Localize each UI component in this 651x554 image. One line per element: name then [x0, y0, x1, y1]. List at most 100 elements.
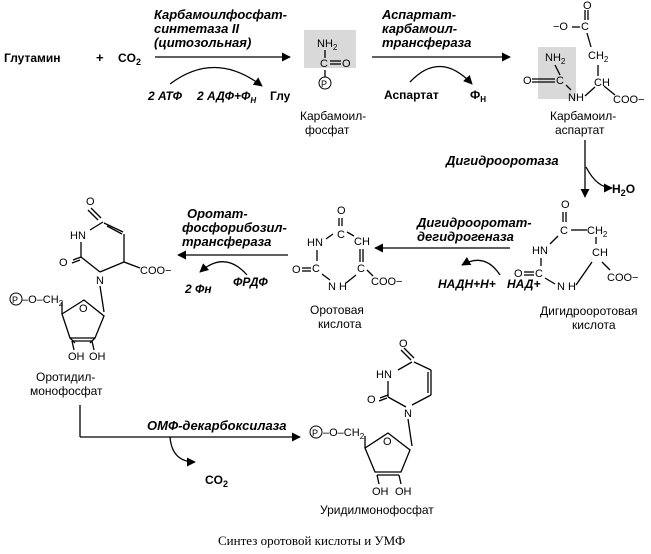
curved-arrow-prpp [199, 261, 248, 276]
omp-ring-o: O [79, 303, 88, 315]
oro-c-bottom: C [312, 263, 320, 275]
ump-hn: HN [376, 369, 392, 381]
orotic-acid-name-2: кислота [318, 317, 362, 331]
prpp-label: ФРДФ [233, 275, 268, 289]
dho-c-bottom: C [535, 268, 543, 280]
ump-oh-1: OH [372, 486, 389, 498]
omp-name-2: монофосфат [30, 384, 103, 398]
carbamoyl-phosphate-structure: NH2 C O P [304, 30, 356, 90]
enzyme-act-line3: трансфераза [382, 35, 471, 50]
enzyme-cps2: Карбамоилфосфат- синтетаза II (цитозольн… [154, 7, 287, 50]
nadh-label: НАДН+Н+ [438, 277, 496, 291]
dho-o-left: O [514, 268, 523, 280]
oro-o-left: O [292, 264, 301, 276]
ump-o-ch2: –O–CH2 [323, 427, 365, 441]
ca-o-left: O [523, 75, 532, 87]
dho-o-top: O [561, 199, 570, 211]
co2-product-label: CO2 [205, 473, 228, 489]
nad-label: НАД+ [507, 277, 540, 291]
ca-o-minus: −O [553, 21, 568, 33]
carbamoyl-phosphate-name-2: фосфат [305, 123, 350, 137]
plus-sign: + [96, 50, 104, 65]
ca-ch: CH [594, 77, 610, 89]
curved-arrow-h2o [585, 166, 613, 193]
ump-n: N [404, 408, 412, 420]
ca-c-top: C [581, 21, 589, 33]
enzyme-oprt-line2: фосфорибозил- [182, 220, 287, 235]
orotic-acid-structure: O C CH C COO− HN C O N H [292, 205, 402, 293]
curved-arrow-co2 [169, 436, 196, 467]
enzyme-dhodh-line2: дегидрогеназа [417, 229, 514, 244]
dihydroorotate-name-1: Дигидрооротовая [540, 304, 637, 318]
oro-coo: COO− [371, 276, 402, 288]
oro-o-top: O [337, 205, 346, 217]
ump-name: Уридилмонофосфат [320, 503, 434, 517]
enzyme-ompdc: ОМФ-декарбоксилаза [147, 418, 287, 433]
ca-ch2: CH2 [588, 50, 609, 64]
adp-pn-label: 2 АДФ+ФН [196, 89, 256, 105]
co2-label: CO2 [118, 51, 141, 67]
glu-label: Глу [270, 89, 291, 103]
ump-oh-2: OH [395, 486, 412, 498]
ump-phosphate-p: P [312, 428, 318, 438]
enzyme-dihydroorotase: Дигидрооротаза [445, 153, 559, 168]
omp-coo: COO− [140, 265, 171, 277]
enzyme-oprt-line3: трансфераза [182, 234, 271, 249]
enzyme-act-line1: Аспартат- [381, 7, 456, 22]
enzyme-act-line2: карбамоил- [382, 21, 457, 36]
dihydroorotate-name-2: кислота [572, 318, 616, 332]
carbamoyl-phosphate-name-1: Карбамоил- [300, 109, 366, 123]
omp-n: N [96, 275, 104, 287]
carbamoyl-aspartate-structure: −O C O CH2 NH2 O C NH CH COO− [523, 0, 644, 106]
ump-ring-o: O [383, 436, 392, 448]
omp-o-ch2: –O–CH2 [22, 294, 64, 308]
oro-nh: N H [328, 281, 347, 293]
ump-structure: O HN O N O OH OH P –O–CH2 [309, 338, 432, 498]
omp-oh-1: OH [68, 351, 85, 363]
h2o-label: H2O [612, 182, 635, 198]
oro-hn: HN [307, 237, 323, 249]
figure-caption: Синтез оротовой кислоты и УМФ [218, 533, 405, 548]
dho-hn: HN [532, 245, 548, 257]
omp-hn: HN [70, 230, 86, 242]
oro-ch: CH [354, 236, 370, 248]
enzyme-cps2-line3: (цитозольная) [154, 35, 251, 50]
dho-ch: CH [592, 247, 608, 259]
omp-name-1: Оротидил- [36, 370, 95, 384]
omp-o-left: O [59, 257, 68, 269]
omp-oh-2: OH [89, 351, 106, 363]
dho-nh: N H [557, 281, 576, 293]
orotic-acid-name-1: Оротовая [310, 303, 364, 317]
ca-nh: NH [568, 92, 584, 104]
cp-phosphate-p: P [321, 79, 327, 89]
ca-nh2: NH2 [545, 52, 566, 66]
enzyme-oprt-line1: Оротат- [187, 206, 248, 221]
curved-arrow-nad [461, 257, 501, 276]
enzyme-act: Аспартат- карбамоил- трансфераза [381, 7, 471, 50]
cp-oxygen: O [342, 58, 351, 70]
omp-o-top: O [86, 196, 95, 208]
curved-arrow-atp [169, 66, 263, 87]
cp-nh2: NH2 [317, 38, 338, 52]
enzyme-dhodh-line1: Дигидрооротат- [416, 215, 532, 230]
dho-c-top: C [560, 225, 568, 237]
ump-o-left: O [367, 394, 376, 406]
atp-label: 2 АТФ [147, 89, 183, 103]
omp-phosphate-p: P [12, 295, 18, 305]
enzyme-cps2-line1: Карбамоилфосфат- [154, 7, 287, 22]
pn-label-step2: ФН [470, 88, 486, 104]
dihydroorotate-structure: O C CH2 HN CH C O N H COO− [514, 199, 638, 293]
pn-label-step5: 2 Фн [184, 282, 212, 296]
oro-c-right: C [357, 263, 365, 275]
aspartate-label: Аспартат [384, 88, 439, 102]
ca-coo: COO− [613, 94, 644, 106]
curved-arrow-aspartate [409, 65, 473, 85]
ca-c-carbamoyl: C [556, 75, 564, 87]
dho-ch2: CH2 [587, 225, 608, 239]
carbamoyl-aspartate-name-1: Карбамоил- [550, 109, 616, 123]
cp-carbon: C [320, 58, 328, 70]
oro-c-top: C [337, 229, 345, 241]
omp-structure: O HN COO− O N O OH OH P –O–CH2 [9, 196, 171, 363]
